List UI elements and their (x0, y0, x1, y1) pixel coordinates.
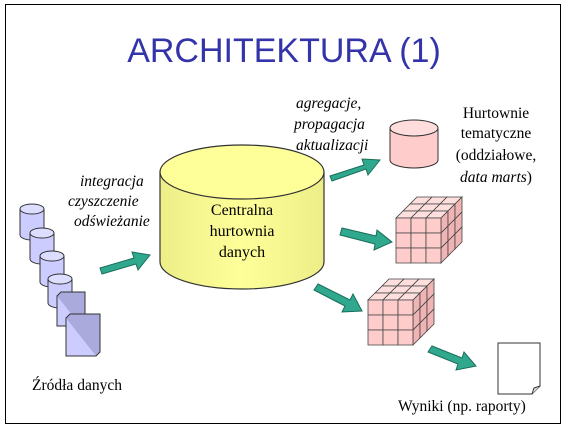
data-marts-line-2: tematyczne (461, 125, 532, 142)
integration-line-1: integracja (80, 173, 144, 190)
aggregation-line-3: aktualizacji (296, 137, 368, 154)
results-label: Wyniki (np. raporty) (398, 398, 526, 415)
integration-label: integracja czyszczenie odświeżanie (68, 173, 150, 230)
arrow-icon (339, 227, 393, 251)
central-warehouse-cylinder (159, 144, 325, 290)
data-marts-line-3: (oddziałowe, (456, 147, 536, 164)
data-marts-line-1: Hurtownie (463, 105, 529, 122)
cube-grid-icon (367, 278, 435, 346)
source-databases (19, 203, 101, 357)
sources-label: Źródła danych (32, 377, 122, 394)
data-mart-cylinder (389, 119, 439, 169)
aggregation-label: agregacje, propagacja aktualizacji (293, 95, 368, 154)
arrow-icon (329, 158, 381, 182)
aggregation-line-2: propagacja (293, 116, 365, 133)
integration-line-3: odświeżanie (74, 213, 150, 230)
aggregation-line-1: agregacje, (296, 95, 361, 112)
arrow-icon (313, 283, 363, 313)
central-warehouse-line-2: hurtownia (210, 223, 275, 240)
cube-grid-icon (395, 196, 463, 264)
central-warehouse-line-1: Centralna (211, 202, 273, 219)
data-marts-line-4: data marts) (460, 169, 532, 186)
document-icon (497, 342, 541, 395)
integration-line-2: czyszczenie (68, 193, 139, 210)
arrow-icon (427, 345, 477, 371)
slide-frame (5, 4, 561, 424)
data-marts-label: Hurtownie tematyczne (oddziałowe, data m… (456, 105, 536, 186)
page-title: ARCHITEKTURA (1) (127, 32, 441, 70)
source-file-icon (65, 313, 101, 357)
database-cylinder-icon (19, 203, 45, 241)
central-warehouse-line-3: danych (219, 244, 265, 261)
arrow-icon (99, 251, 151, 275)
